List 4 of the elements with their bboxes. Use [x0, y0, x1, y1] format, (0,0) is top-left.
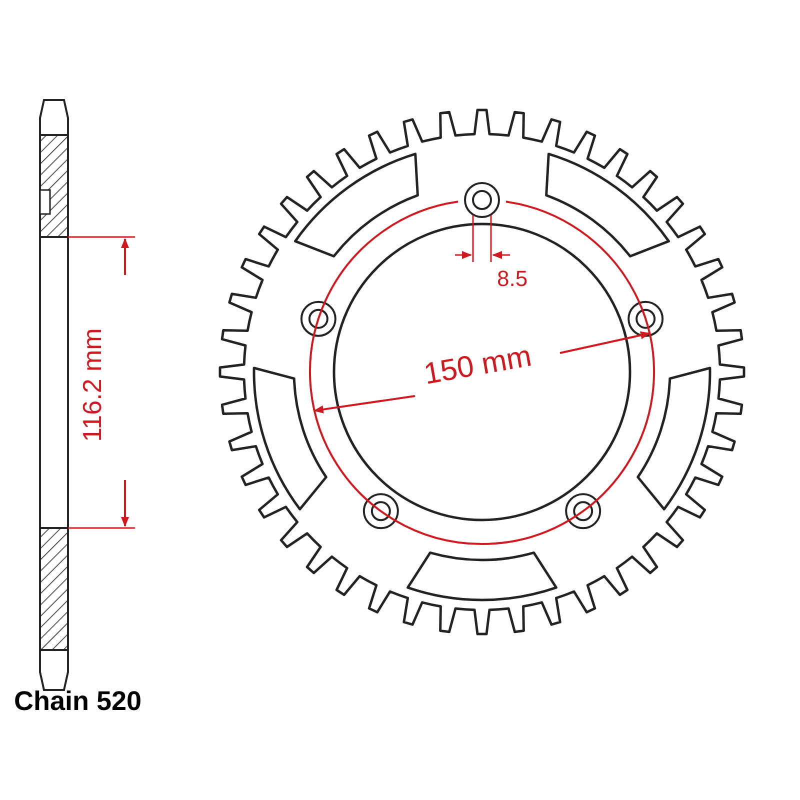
dimension-label: 116.2 mm: [78, 328, 105, 442]
dimension-label: 8.5: [497, 268, 528, 290]
chain-size-label: Chain 520: [14, 688, 142, 715]
dimension-label: 150 mm: [422, 342, 534, 390]
